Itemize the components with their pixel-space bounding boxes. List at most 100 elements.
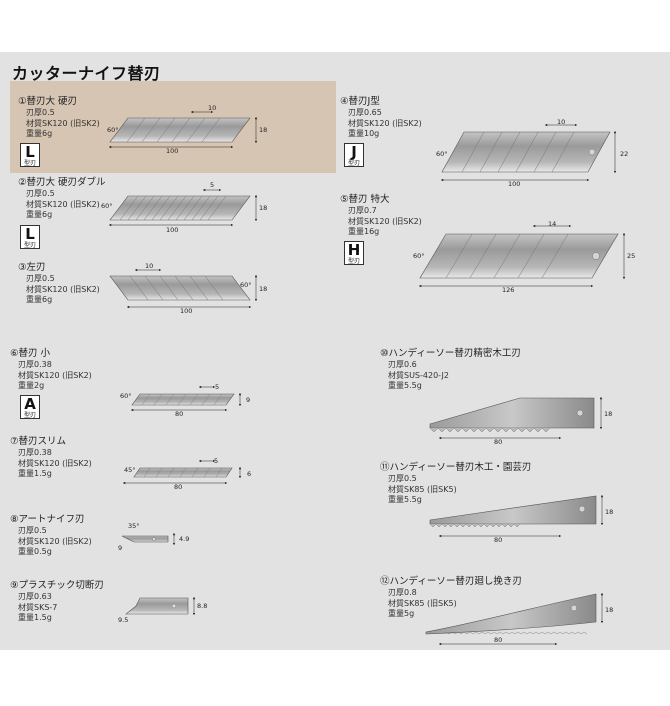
blade-drawing-2: 100 5 18 60°: [101, 181, 267, 234]
dim-height: 6: [247, 470, 251, 478]
item-spec: 重量2g: [18, 381, 45, 390]
badge-letter: H: [347, 241, 361, 259]
dim-height: 18: [604, 410, 612, 418]
page-title: カッターナイフ替刃: [12, 64, 161, 83]
dim-height: 22: [620, 150, 628, 158]
item-spec: 刃厚0.63: [18, 592, 52, 601]
item-spec: 材質SK85 (旧SK5): [388, 598, 457, 608]
item-spec: 材質SK120 (旧SK2): [18, 370, 92, 380]
item-name: ④替刃J型: [340, 96, 380, 107]
dim-height: 18: [259, 126, 267, 134]
item-10: ⑩ハンディーソー替刃精密木工刃 刃厚0.6 材質SUS-420-J2 重量5.5…: [380, 348, 521, 392]
item-12: ⑫ハンディーソー替刃廻し挽き刃 刃厚0.8 材質SK85 (旧SK5) 重量5g: [380, 576, 522, 620]
item-7: ⑦替刃スリム 刃厚0.38 材質SK120 (旧SK2) 重量1.5g: [10, 436, 92, 480]
item-spec: 材質SK120 (旧SK2): [18, 536, 92, 546]
item-11: ⑪ハンディーソー替刃木工・園芸刃 刃厚0.5 材質SK85 (旧SK5) 重量5…: [380, 462, 531, 506]
item-name: ③左刃: [18, 262, 46, 273]
dim-length: 126: [502, 286, 514, 294]
item-spec: 刃厚0.7: [348, 206, 377, 215]
blade-drawing-3: 100 10 18 60°: [109, 262, 267, 315]
item-spec: 材質SK120 (旧SK2): [18, 458, 92, 468]
dim-angle: 60°: [101, 202, 113, 210]
item-4: ④替刃J型 刃厚0.65 材質SK120 (旧SK2) 重量10g: [340, 96, 422, 140]
badge-sub: 型刃: [23, 242, 36, 249]
item-spec: 重量5g: [388, 609, 415, 618]
badge-letter: J: [351, 143, 357, 161]
item-name: ⑦替刃スリム: [10, 436, 67, 447]
blade-drawing-10: 80 18: [429, 396, 612, 446]
dim-length: 80: [174, 483, 182, 491]
blade-type-badge: H 型刃: [344, 241, 364, 265]
dim-angle: 60°: [107, 126, 119, 134]
item-spec: 材質SK85 (旧SK5): [388, 484, 457, 494]
blade-drawing-11: 80 18: [429, 494, 613, 544]
item-spec: 重量1.5g: [18, 469, 52, 478]
blade-drawing-9: 8.8 9.5: [118, 596, 207, 624]
item-spec: 重量16g: [348, 227, 380, 236]
dim-length: 80: [175, 410, 183, 418]
blade-type-badge: A 型刃: [20, 395, 40, 419]
item-2: ②替刃大 硬刃ダブル 刃厚0.5 材質SK120 (旧SK2) 重量6g: [18, 177, 106, 221]
dim-segment: 10: [557, 118, 565, 126]
blade-drawing-6: 80 5 9 60°: [120, 383, 250, 418]
badge-sub: 型刃: [347, 160, 360, 167]
dim-segment: 5: [215, 383, 219, 391]
item-spec: 重量1.5g: [18, 613, 52, 622]
item-spec: 材質SK120 (旧SK2): [26, 284, 100, 294]
dim-segment: 5: [214, 457, 218, 465]
dim-height: 25: [627, 252, 635, 260]
badge-letter: L: [25, 143, 35, 161]
dim-length: 100: [166, 147, 178, 155]
item-3: ③左刃 刃厚0.5 材質SK120 (旧SK2) 重量6g: [18, 262, 100, 306]
item-name: ①替刃大 硬刃: [18, 96, 78, 107]
dim-angle: 45°: [124, 466, 136, 474]
dim-segment: 10: [208, 104, 216, 112]
dim-length: 80: [494, 438, 502, 446]
dim-length: 80: [494, 636, 502, 644]
item-name: ⑤替刃 特大: [340, 194, 390, 205]
item-spec: 重量6g: [26, 129, 53, 138]
item-name: ⑩ハンディーソー替刃精密木工刃: [380, 348, 521, 359]
item-spec: 刃厚0.5: [26, 274, 55, 283]
badge-letter: A: [24, 395, 36, 413]
item-name: ⑨プラスチック切断刃: [10, 580, 104, 591]
item-name: ⑪ハンディーソー替刃木工・園芸刃: [380, 462, 532, 473]
dim-length: 100: [166, 226, 178, 234]
item-spec: 刃厚0.65: [348, 108, 382, 117]
item-spec: 重量6g: [26, 295, 53, 304]
item-name: ⑧アートナイフ刃: [10, 514, 85, 525]
dim-height: 18: [605, 508, 613, 516]
dim-angle: 60°: [436, 150, 448, 158]
dim-height: 18: [259, 285, 267, 293]
blade-drawing-8: 4.9 35° 9: [118, 522, 189, 552]
dim-angle: 60°: [120, 392, 132, 400]
item-spec: 重量5.5g: [388, 495, 422, 504]
item-spec: 刃厚0.5: [18, 526, 47, 535]
badge-letter: L: [25, 225, 35, 243]
blade-drawing-1: 100 10 18 60°: [107, 104, 267, 155]
item-spec: 重量5.5g: [388, 381, 422, 390]
blade-drawing-12: 80 18: [425, 592, 613, 646]
blade-type-badge: L 型刃: [20, 225, 40, 249]
item-spec: 材質SK120 (旧SK2): [348, 216, 422, 226]
item-spec: 材質SK120 (旧SK2): [26, 199, 100, 209]
item-name: ⑥替刃 小: [10, 348, 51, 359]
blade-drawing-4: 100 10 22 60°: [436, 118, 628, 188]
item-spec: 刃厚0.5: [388, 474, 417, 483]
dim-length: 80: [494, 536, 502, 544]
item-5: ⑤替刃 特大 刃厚0.7 材質SK120 (旧SK2) 重量16g: [340, 194, 422, 238]
item-name: ⑫ハンディーソー替刃廻し挽き刃: [380, 576, 522, 587]
dim-height: 8.8: [197, 602, 207, 610]
dim-segment: 5: [210, 181, 214, 189]
badge-sub: 型刃: [347, 258, 360, 265]
item-spec: 重量6g: [26, 210, 53, 219]
dim-angle: 60°: [413, 252, 425, 260]
dim-tip: 9.5: [118, 616, 128, 624]
dim-angle: 35°: [128, 522, 140, 530]
item-spec: 刃厚0.38: [18, 360, 52, 369]
item-spec: 刃厚0.8: [388, 588, 417, 597]
item-1: ①替刃大 硬刃 刃厚0.5 材質SK120 (旧SK2) 重量6g: [18, 96, 100, 140]
badge-sub: 型刃: [23, 412, 36, 419]
dim-angle: 60°: [240, 281, 252, 289]
item-spec: 刃厚0.5: [26, 189, 55, 198]
